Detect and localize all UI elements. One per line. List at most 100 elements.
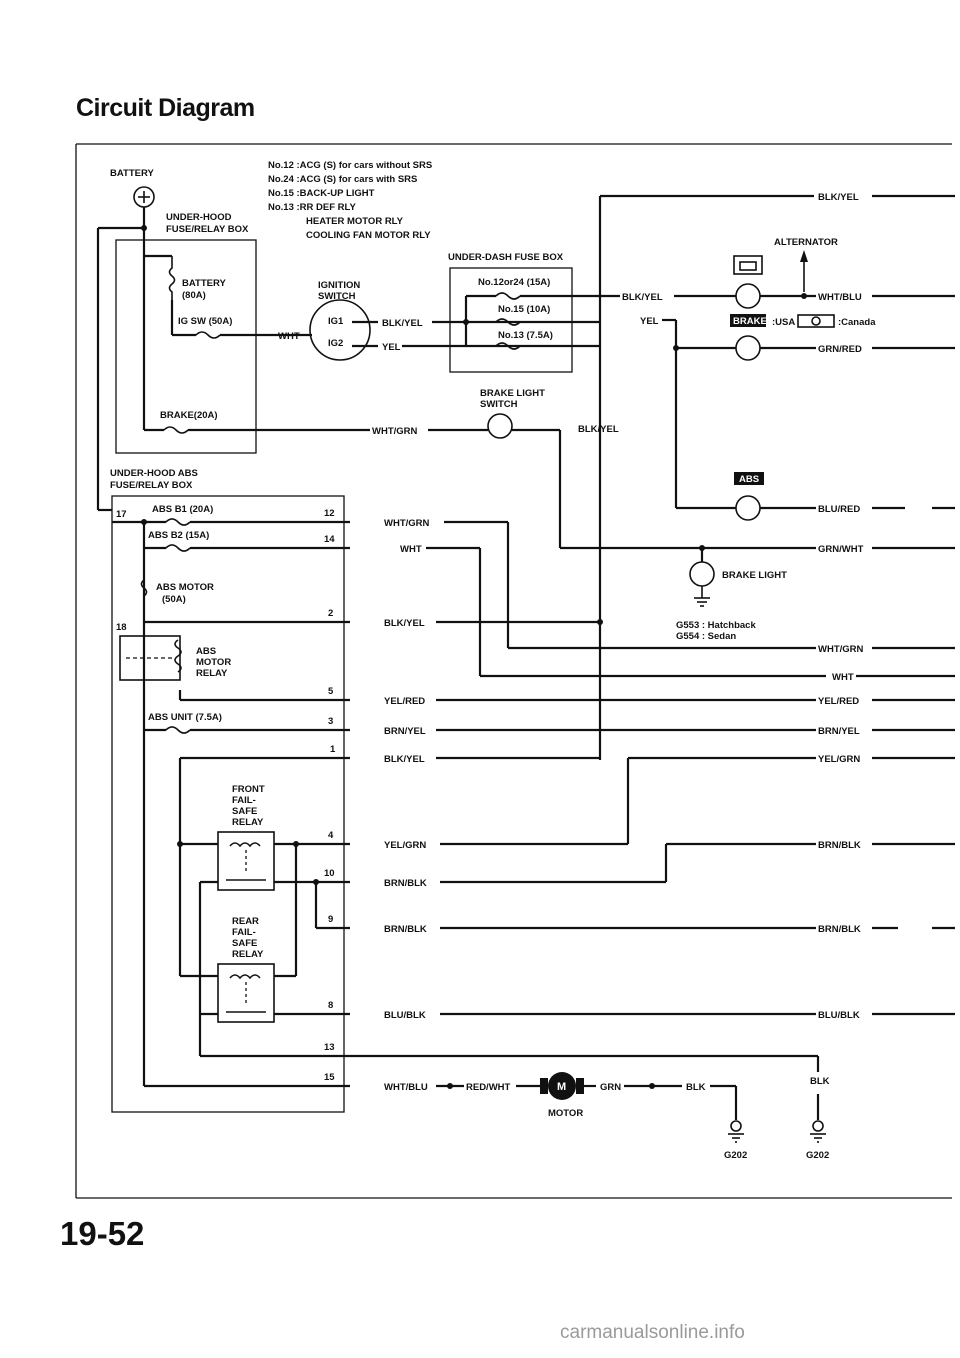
front-relay-label-1: FRONT: [232, 784, 265, 795]
abs-box-title-2: FUSE/RELAY BOX: [110, 480, 193, 491]
wire-red-wht-motor: RED/WHT: [466, 1082, 511, 1093]
wire-blk-yel-alt: BLK/YEL: [622, 292, 663, 303]
fuse-note-1: No.12 :ACG (S) for cars without SRS: [268, 160, 432, 171]
battery-fuse-label-1: BATTERY: [182, 278, 226, 289]
ignition-label-2: SWITCH: [318, 291, 356, 302]
pin-8: 8: [328, 1000, 333, 1011]
wire-yel-red-right: YEL/RED: [818, 696, 859, 707]
page-title: Circuit Diagram: [76, 94, 255, 122]
rear-relay-label-4: RELAY: [232, 949, 264, 960]
wire-wht-grn-label: WHT/GRN: [372, 426, 418, 437]
pin-9: 9: [328, 914, 333, 925]
brake-switch-label-1: BRAKE LIGHT: [480, 388, 545, 399]
pin-3: 3: [328, 716, 333, 727]
underdash-fuse-2-icon: [495, 318, 521, 326]
wire-brn-yel-right: BRN/YEL: [818, 726, 860, 737]
wire-wht-right: WHT: [832, 672, 854, 683]
ig1-label: IG1: [328, 316, 344, 327]
wire-blk-yel-top: BLK/YEL: [818, 192, 859, 203]
page-number: 19-52: [60, 1215, 145, 1252]
underdash-fuse-box: [449, 267, 573, 373]
abs-unit-fuse-label: ABS UNIT (7.5A): [148, 712, 222, 723]
underhood-fuse-box: [115, 239, 257, 454]
battery-fuse-icon: [168, 256, 176, 300]
ground-g202-right-label: G202: [806, 1150, 829, 1161]
wire-wht-abs: WHT: [400, 544, 422, 555]
ground-g554-label: G554 : Sedan: [676, 631, 736, 642]
ignition-label-1: IGNITION: [318, 280, 360, 291]
ground-g202-right-icon: [810, 1120, 826, 1143]
pin-10: 10: [324, 868, 335, 879]
underdash-fuse-2: No.15 (10A): [498, 304, 550, 315]
abs-relay-label-2: MOTOR: [196, 657, 231, 668]
canada-label: :Canada: [838, 317, 876, 328]
watermark: carmanualsonline.info: [560, 1322, 745, 1343]
underhood-box-title-1: UNDER-HOOD: [166, 212, 232, 223]
motor-icon: [540, 1072, 584, 1100]
charge-warning-icon: [733, 255, 763, 275]
wire-blk-yel-vertical: BLK/YEL: [578, 424, 619, 435]
rear-fail-safe-relay-icon: [217, 963, 275, 1023]
wire-yel-red-abs: YEL/RED: [384, 696, 425, 707]
pin-1: 1: [330, 744, 336, 755]
wire-wht-blu-motor: WHT/BLU: [384, 1082, 428, 1093]
wire-brn-blk-right-2: BRN/BLK: [818, 924, 861, 935]
battery-icon: [133, 186, 155, 208]
wire-blu-red-label: BLU/RED: [818, 504, 860, 515]
ig-sw-fuse-icon: [195, 331, 221, 339]
abs-motor-fuse-label-1: ABS MOTOR: [156, 582, 214, 593]
wire-wht-blu-label: WHT/BLU: [818, 292, 862, 303]
brake-indicator-lamp-icon: [735, 335, 761, 361]
wire-yel-ig2: YEL: [382, 342, 401, 353]
abs-fuse-relay-box: [111, 495, 345, 1113]
underdash-fuse-3: No.13 (7.5A): [498, 330, 553, 341]
brake-light-label: BRAKE LIGHT: [722, 570, 787, 581]
wire-grn-motor: GRN: [600, 1082, 621, 1093]
abs-badge-text: ABS: [739, 474, 759, 485]
wire-blk-yel-ig1: BLK/YEL: [382, 318, 423, 329]
ground-g202-left-label: G202: [724, 1150, 747, 1161]
wire-blk-yel-abs: BLK/YEL: [384, 618, 425, 629]
motor-label: MOTOR: [548, 1108, 583, 1119]
ignition-switch-icon: [309, 299, 371, 361]
abs-b1-fuse-label: ABS B1 (20A): [152, 504, 213, 515]
ground-g202-left-icon: [728, 1120, 744, 1143]
battery-fuse-label-2: (80A): [182, 290, 206, 301]
wire-blu-blk-right: BLU/BLK: [818, 1010, 860, 1021]
fuse-note-2: No.24 :ACG (S) for cars with SRS: [268, 174, 417, 185]
wire-brn-yel-abs: BRN/YEL: [384, 726, 426, 737]
abs-b1-fuse-icon: [165, 518, 191, 526]
pin-2: 2: [328, 608, 333, 619]
wire-grn-red-label: GRN/RED: [818, 344, 862, 355]
fuse-note-5: HEATER MOTOR RLY: [306, 216, 404, 227]
ig2-label: IG2: [328, 338, 343, 349]
underdash-fuse-1: No.12or24 (15A): [478, 277, 550, 288]
underdash-fuse-3-icon: [495, 342, 521, 350]
abs-relay-label-1: ABS: [196, 646, 216, 657]
ground-g553-label: G553 : Hatchback: [676, 620, 756, 631]
brake-light-switch-icon: [487, 413, 513, 439]
terminal-17: 17: [116, 509, 127, 520]
wire-blk-motor: BLK: [686, 1082, 706, 1093]
wire-brn-blk-abs-2: BRN/BLK: [384, 924, 427, 935]
underdash-box-title: UNDER-DASH FUSE BOX: [448, 252, 564, 263]
pin-14: 14: [324, 534, 335, 545]
charge-indicator-lamp-icon: [735, 283, 761, 309]
rear-relay-label-3: SAFE: [232, 938, 257, 949]
abs-motor-relay-icon: [119, 635, 181, 681]
wire-yel-indicator: YEL: [640, 316, 659, 327]
fuse-note-3: No.15 :BACK-UP LIGHT: [268, 188, 375, 199]
ig-sw-fuse-label: IG SW (50A): [178, 316, 232, 327]
abs-box-title-1: UNDER-HOOD ABS: [110, 468, 198, 479]
wire-wht-grn-right: WHT/GRN: [818, 644, 864, 655]
pin-5: 5: [328, 686, 334, 697]
front-relay-label-2: FAIL-: [232, 795, 256, 806]
brake-warning-symbol-icon: [797, 314, 835, 328]
pin-12: 12: [324, 508, 335, 519]
abs-b2-fuse-label: ABS B2 (15A): [148, 530, 209, 541]
pin-13: 13: [324, 1042, 335, 1053]
wire-wht-label: WHT: [278, 331, 300, 342]
ground-g553-icon: [694, 586, 710, 607]
front-relay-label-3: SAFE: [232, 806, 257, 817]
